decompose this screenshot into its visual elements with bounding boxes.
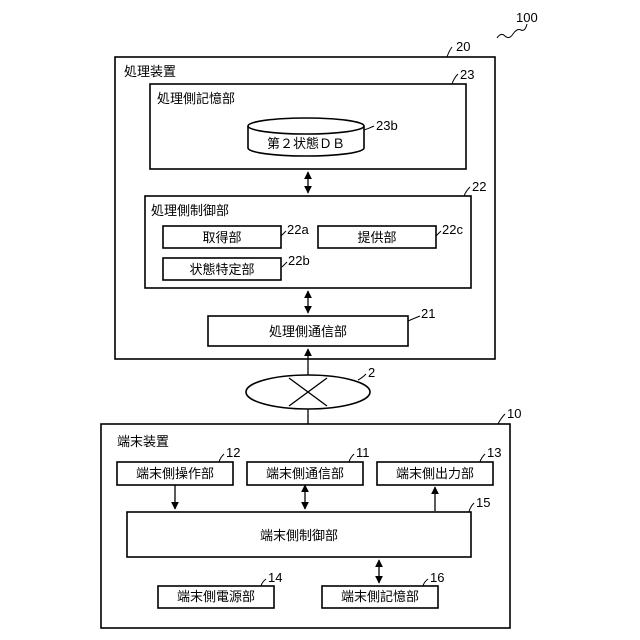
provision-unit-label: 提供部 — [357, 230, 396, 246]
state-identification-unit-ref: 22b — [288, 253, 310, 268]
system-ref: 100 — [516, 10, 538, 25]
terminal-comm-label: 端末側通信部 — [266, 467, 344, 482]
network-ref-leader — [358, 374, 366, 380]
terminal-device-label: 端末装置 — [117, 435, 169, 450]
processing-comm-label: 処理側通信部 — [269, 325, 347, 340]
state-identification-unit-label: 状態特定部 — [189, 262, 254, 278]
terminal-storage-label: 端末側記憶部 — [341, 589, 419, 605]
terminal-output-label: 端末側出力部 — [396, 467, 474, 482]
system-ref-leader — [497, 24, 527, 38]
terminal-operation-ref: 12 — [226, 445, 240, 460]
terminal-power-ref: 14 — [268, 570, 282, 585]
provision-unit-ref: 22c — [442, 222, 463, 237]
terminal-operation-label: 端末側操作部 — [136, 466, 214, 482]
terminal-power-label: 端末側電源部 — [177, 590, 255, 605]
processing-storage-label: 処理側記憶部 — [157, 91, 235, 107]
network-icon — [246, 375, 370, 409]
acquisition-unit-label: 取得部 — [202, 230, 241, 246]
processing-device-ref-leader — [447, 47, 452, 57]
terminal-device-ref-leader — [498, 414, 505, 424]
terminal-control-ref: 15 — [476, 495, 490, 510]
terminal-device-ref: 10 — [507, 406, 521, 421]
processing-control-label: 処理側制御部 — [151, 204, 229, 219]
processing-control-ref: 22 — [472, 179, 486, 194]
second-state-db-ref: 23b — [376, 118, 398, 133]
terminal-control-label: 端末側制御部 — [260, 529, 338, 544]
processing-device-label: 処理装置 — [124, 65, 176, 80]
acquisition-unit-ref: 22a — [287, 222, 309, 237]
processing-storage-ref: 23 — [460, 67, 474, 82]
processing-device-ref: 20 — [456, 39, 470, 54]
terminal-storage-ref: 16 — [430, 570, 444, 585]
terminal-output-ref: 13 — [487, 445, 501, 460]
processing-comm-ref: 21 — [421, 306, 435, 321]
terminal-comm-ref: 11 — [356, 445, 370, 460]
second-state-db-label: 第２状態ＤＢ — [267, 136, 345, 152]
network-ref: 2 — [368, 365, 375, 380]
